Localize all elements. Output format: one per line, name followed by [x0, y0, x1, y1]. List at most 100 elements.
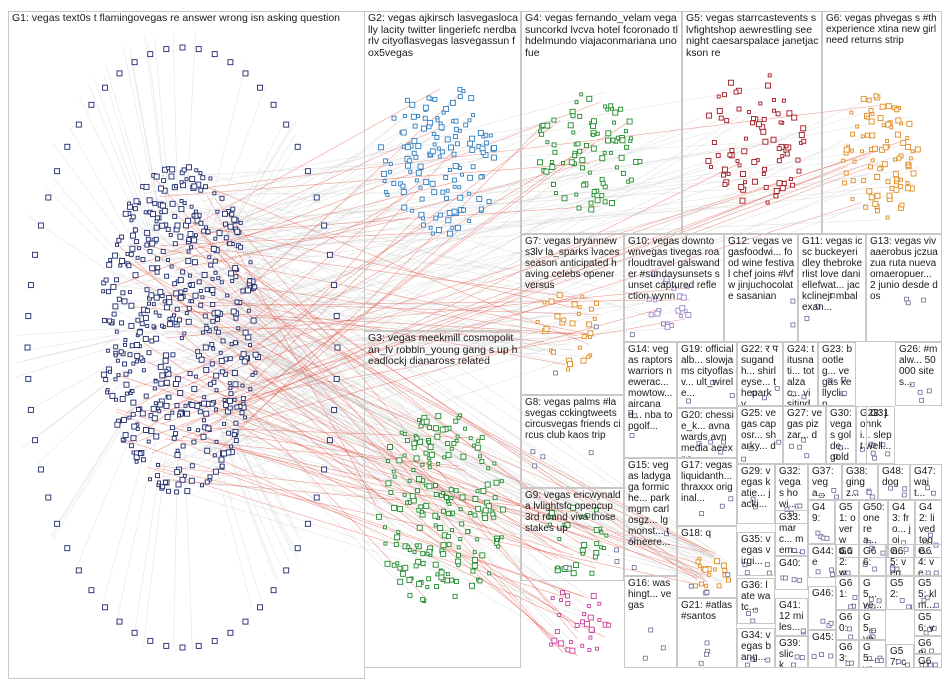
graph-edge — [237, 173, 430, 333]
graph-node — [773, 193, 779, 199]
graph-edge — [247, 301, 710, 552]
graph-node — [549, 642, 554, 647]
graph-node — [147, 637, 154, 644]
graph-node — [27, 282, 34, 289]
graph-node — [240, 288, 246, 294]
graph-node — [590, 145, 597, 152]
group-label: G2: vegas ajkirsch lasvegaslocally lacit… — [368, 12, 518, 59]
graph-node — [451, 151, 457, 157]
graph-node — [815, 303, 821, 309]
graph-node — [140, 257, 146, 263]
graph-node — [445, 533, 451, 539]
graph-node — [435, 118, 440, 123]
group-panel-g63: G63: — [835, 640, 859, 668]
graph-node — [704, 583, 709, 588]
graph-node — [438, 569, 445, 576]
graph-node — [580, 643, 585, 648]
graph-node — [209, 401, 215, 407]
graph-node — [646, 296, 652, 302]
graph-node — [416, 476, 422, 483]
group-label: G60: — [839, 612, 853, 634]
graph-edge — [130, 217, 449, 481]
graph-node — [410, 208, 415, 213]
graph-node — [208, 176, 213, 181]
graph-edge — [69, 127, 137, 249]
graph-node — [461, 207, 467, 213]
graph-node — [164, 414, 171, 421]
graph-edge — [160, 162, 871, 425]
graph-node — [868, 164, 873, 170]
graph-edge — [196, 114, 743, 452]
graph-node — [906, 161, 911, 166]
graph-node — [537, 159, 543, 166]
graph-node — [449, 495, 454, 500]
graph-node — [191, 385, 198, 392]
graph-node — [869, 132, 876, 139]
graph-node — [648, 627, 654, 633]
graph-node — [426, 440, 431, 445]
graph-node — [191, 183, 198, 190]
group-panel-g14: G14: vegas raptors warriors newerac... m… — [624, 342, 677, 458]
graph-node — [630, 537, 636, 543]
graph-node — [877, 115, 884, 121]
graph-edge — [21, 371, 124, 449]
graph-node — [204, 479, 210, 485]
graph-node — [564, 522, 571, 529]
graph-node — [612, 109, 619, 116]
graph-node — [705, 158, 712, 164]
graph-node — [452, 184, 457, 189]
graph-node — [890, 566, 895, 572]
graph-node — [722, 567, 728, 573]
graph-node — [166, 394, 172, 400]
graph-node — [540, 454, 546, 460]
graph-node — [588, 626, 595, 633]
graph-node — [460, 453, 467, 460]
graph-node — [194, 168, 199, 173]
graph-node — [449, 446, 454, 451]
graph-edge — [246, 327, 671, 362]
graph-node — [660, 321, 666, 327]
graph-node — [231, 369, 238, 376]
graph-node — [446, 542, 452, 548]
graph-node — [456, 415, 461, 420]
graph-node — [478, 454, 482, 459]
graph-node — [436, 227, 442, 234]
group-label: G8: vegas palms #lasvegas cckingtweets c… — [525, 397, 621, 441]
graph-node — [232, 340, 238, 346]
graph-node — [487, 571, 492, 576]
graph-edge — [139, 175, 784, 231]
graph-node — [467, 218, 472, 223]
node-layer — [24, 44, 939, 668]
graph-edge — [233, 227, 462, 434]
graph-node — [457, 166, 462, 170]
graph-node — [408, 169, 413, 174]
graph-node — [143, 183, 150, 190]
graph-node — [551, 349, 556, 355]
graph-node — [242, 70, 249, 77]
graph-node — [141, 368, 146, 373]
graph-node — [445, 441, 451, 447]
graph-node — [131, 59, 138, 66]
group-label: G32: vegas howi... — [779, 466, 804, 510]
graph-node — [195, 349, 201, 355]
graph-node — [868, 194, 875, 201]
graph-node — [587, 335, 592, 339]
graph-edge — [143, 446, 167, 645]
graph-node — [230, 279, 235, 284]
graph-edge — [206, 186, 590, 345]
graph-node — [499, 479, 504, 484]
graph-node — [559, 598, 563, 603]
graph-edge — [151, 198, 667, 301]
group-panel-g44: G44: e — [808, 544, 837, 578]
graph-node — [750, 496, 756, 502]
graph-node — [874, 192, 881, 199]
graph-node — [577, 113, 583, 119]
graph-node — [671, 285, 677, 291]
graph-node — [155, 256, 160, 262]
graph-node — [407, 592, 413, 598]
graph-node — [535, 320, 540, 325]
group-panel-g67: G67: — [914, 654, 942, 668]
graph-node — [421, 216, 425, 221]
graph-edge — [160, 201, 650, 313]
graph-edge — [235, 228, 331, 288]
